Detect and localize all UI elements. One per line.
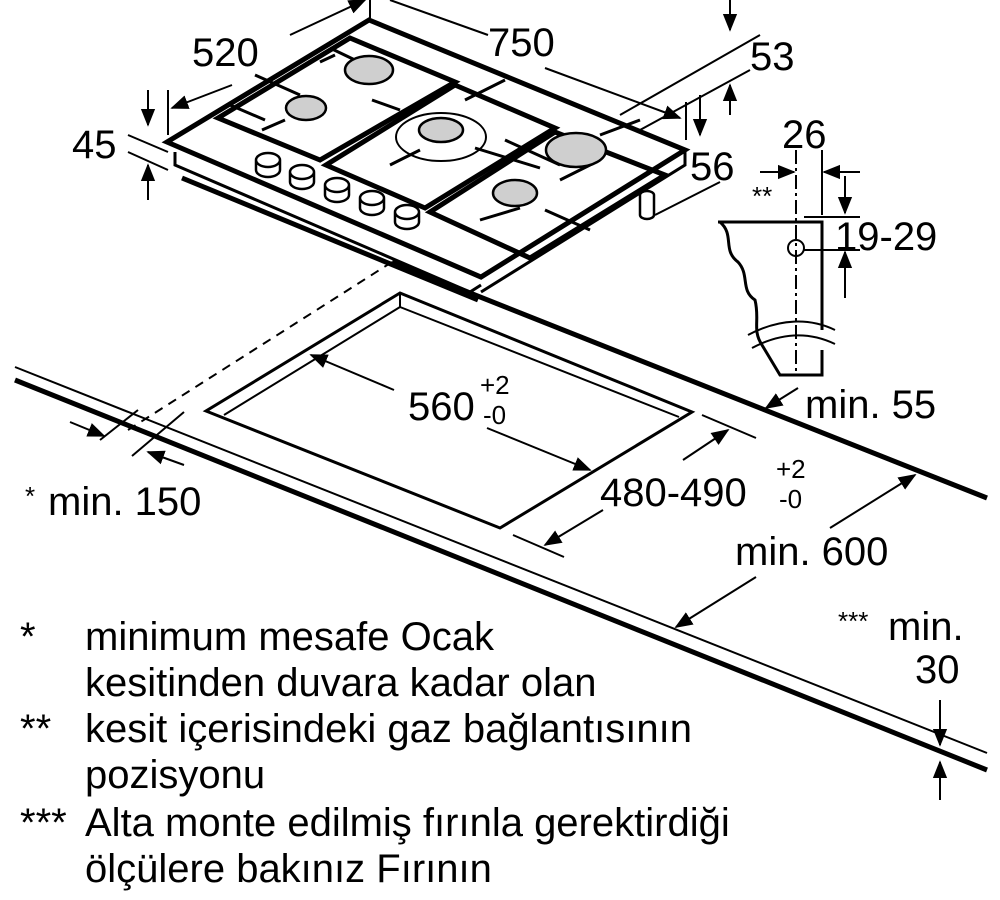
burner-front-left [284,94,328,122]
hob-base-line [181,175,479,303]
worktop-dimension-lines [69,354,948,800]
dim-width-750: 750 [488,21,555,65]
note-3-line-2: ölçülere bakınız Fırının [85,847,492,891]
dim-53: 53 [750,35,795,79]
knob-3 [323,176,351,204]
burner-front-right [491,178,539,208]
dim-45: 45 [72,123,117,167]
dim-min-150-marker: * [25,481,35,511]
gas-marker: ** [752,181,772,211]
dim-min-55: min. 55 [805,383,936,427]
hob [161,17,691,303]
knob-1 [254,151,282,179]
dim-cutout-depth-tol-plus: +2 [776,454,806,484]
control-knobs [254,151,421,231]
note-3-marker: *** [20,801,67,845]
knob-2 [288,163,316,191]
dim-cutout-width: 560 [408,385,475,429]
worktop-front-bottom-edge [14,377,988,773]
dim-min-30-marker: *** [838,606,868,636]
note-2-line-1: kesit içerisindeki gaz bağlantısının [85,707,692,751]
dim-cutout-width-tol-plus: +2 [480,370,510,400]
hob-projection-dashed [127,261,393,431]
wall-line [391,259,988,501]
dim-min-30-value: 30 [915,648,960,692]
dim-19-29: 19-29 [835,215,937,259]
burner-wok [417,116,465,144]
dim-cutout-width-tol-minus: -0 [483,400,506,430]
burners [284,54,608,208]
dim-cutout-depth-tol-minus: -0 [779,484,802,514]
cutout-outer [202,291,696,530]
burner-back-left [343,54,395,86]
dim-depth-520: 520 [192,31,259,75]
dim-min-150: min. 150 [48,480,201,524]
dim-min-30-label: min. [888,605,964,649]
note-2-marker: ** [20,707,51,751]
note-2-line-2: pozisyonu [85,753,265,797]
worktop [14,259,988,773]
dim-26: 26 [782,113,827,157]
hob-frame-mid [320,82,561,211]
note-1-line-2: kesitinden duvara kadar olan [85,661,596,705]
knob-4 [358,189,386,217]
dim-min-600: min. 600 [735,530,888,574]
gas-connector [638,189,656,221]
hob-rim [173,150,687,294]
hob-frame-left [212,35,461,163]
pan-supports [229,46,641,232]
burner-back-right [544,131,608,169]
note-3-line-1: Alta monte edilmiş fırınla gerektirdiği [85,801,730,845]
burner-wok-ring [395,112,487,162]
note-1-line-1: minimum mesafe Ocak [85,615,495,659]
worktop-front-top-edge [14,366,988,754]
hob-dimension-lines [127,0,761,216]
gas-connection-section [718,150,860,377]
knob-5 [393,203,421,231]
footnotes: * minimum mesafe Ocak kesitinden duvara … [20,615,730,891]
dim-cutout-depth: 480-490 [600,471,747,515]
note-1-marker: * [20,615,36,659]
dim-56: 56 [690,145,735,189]
